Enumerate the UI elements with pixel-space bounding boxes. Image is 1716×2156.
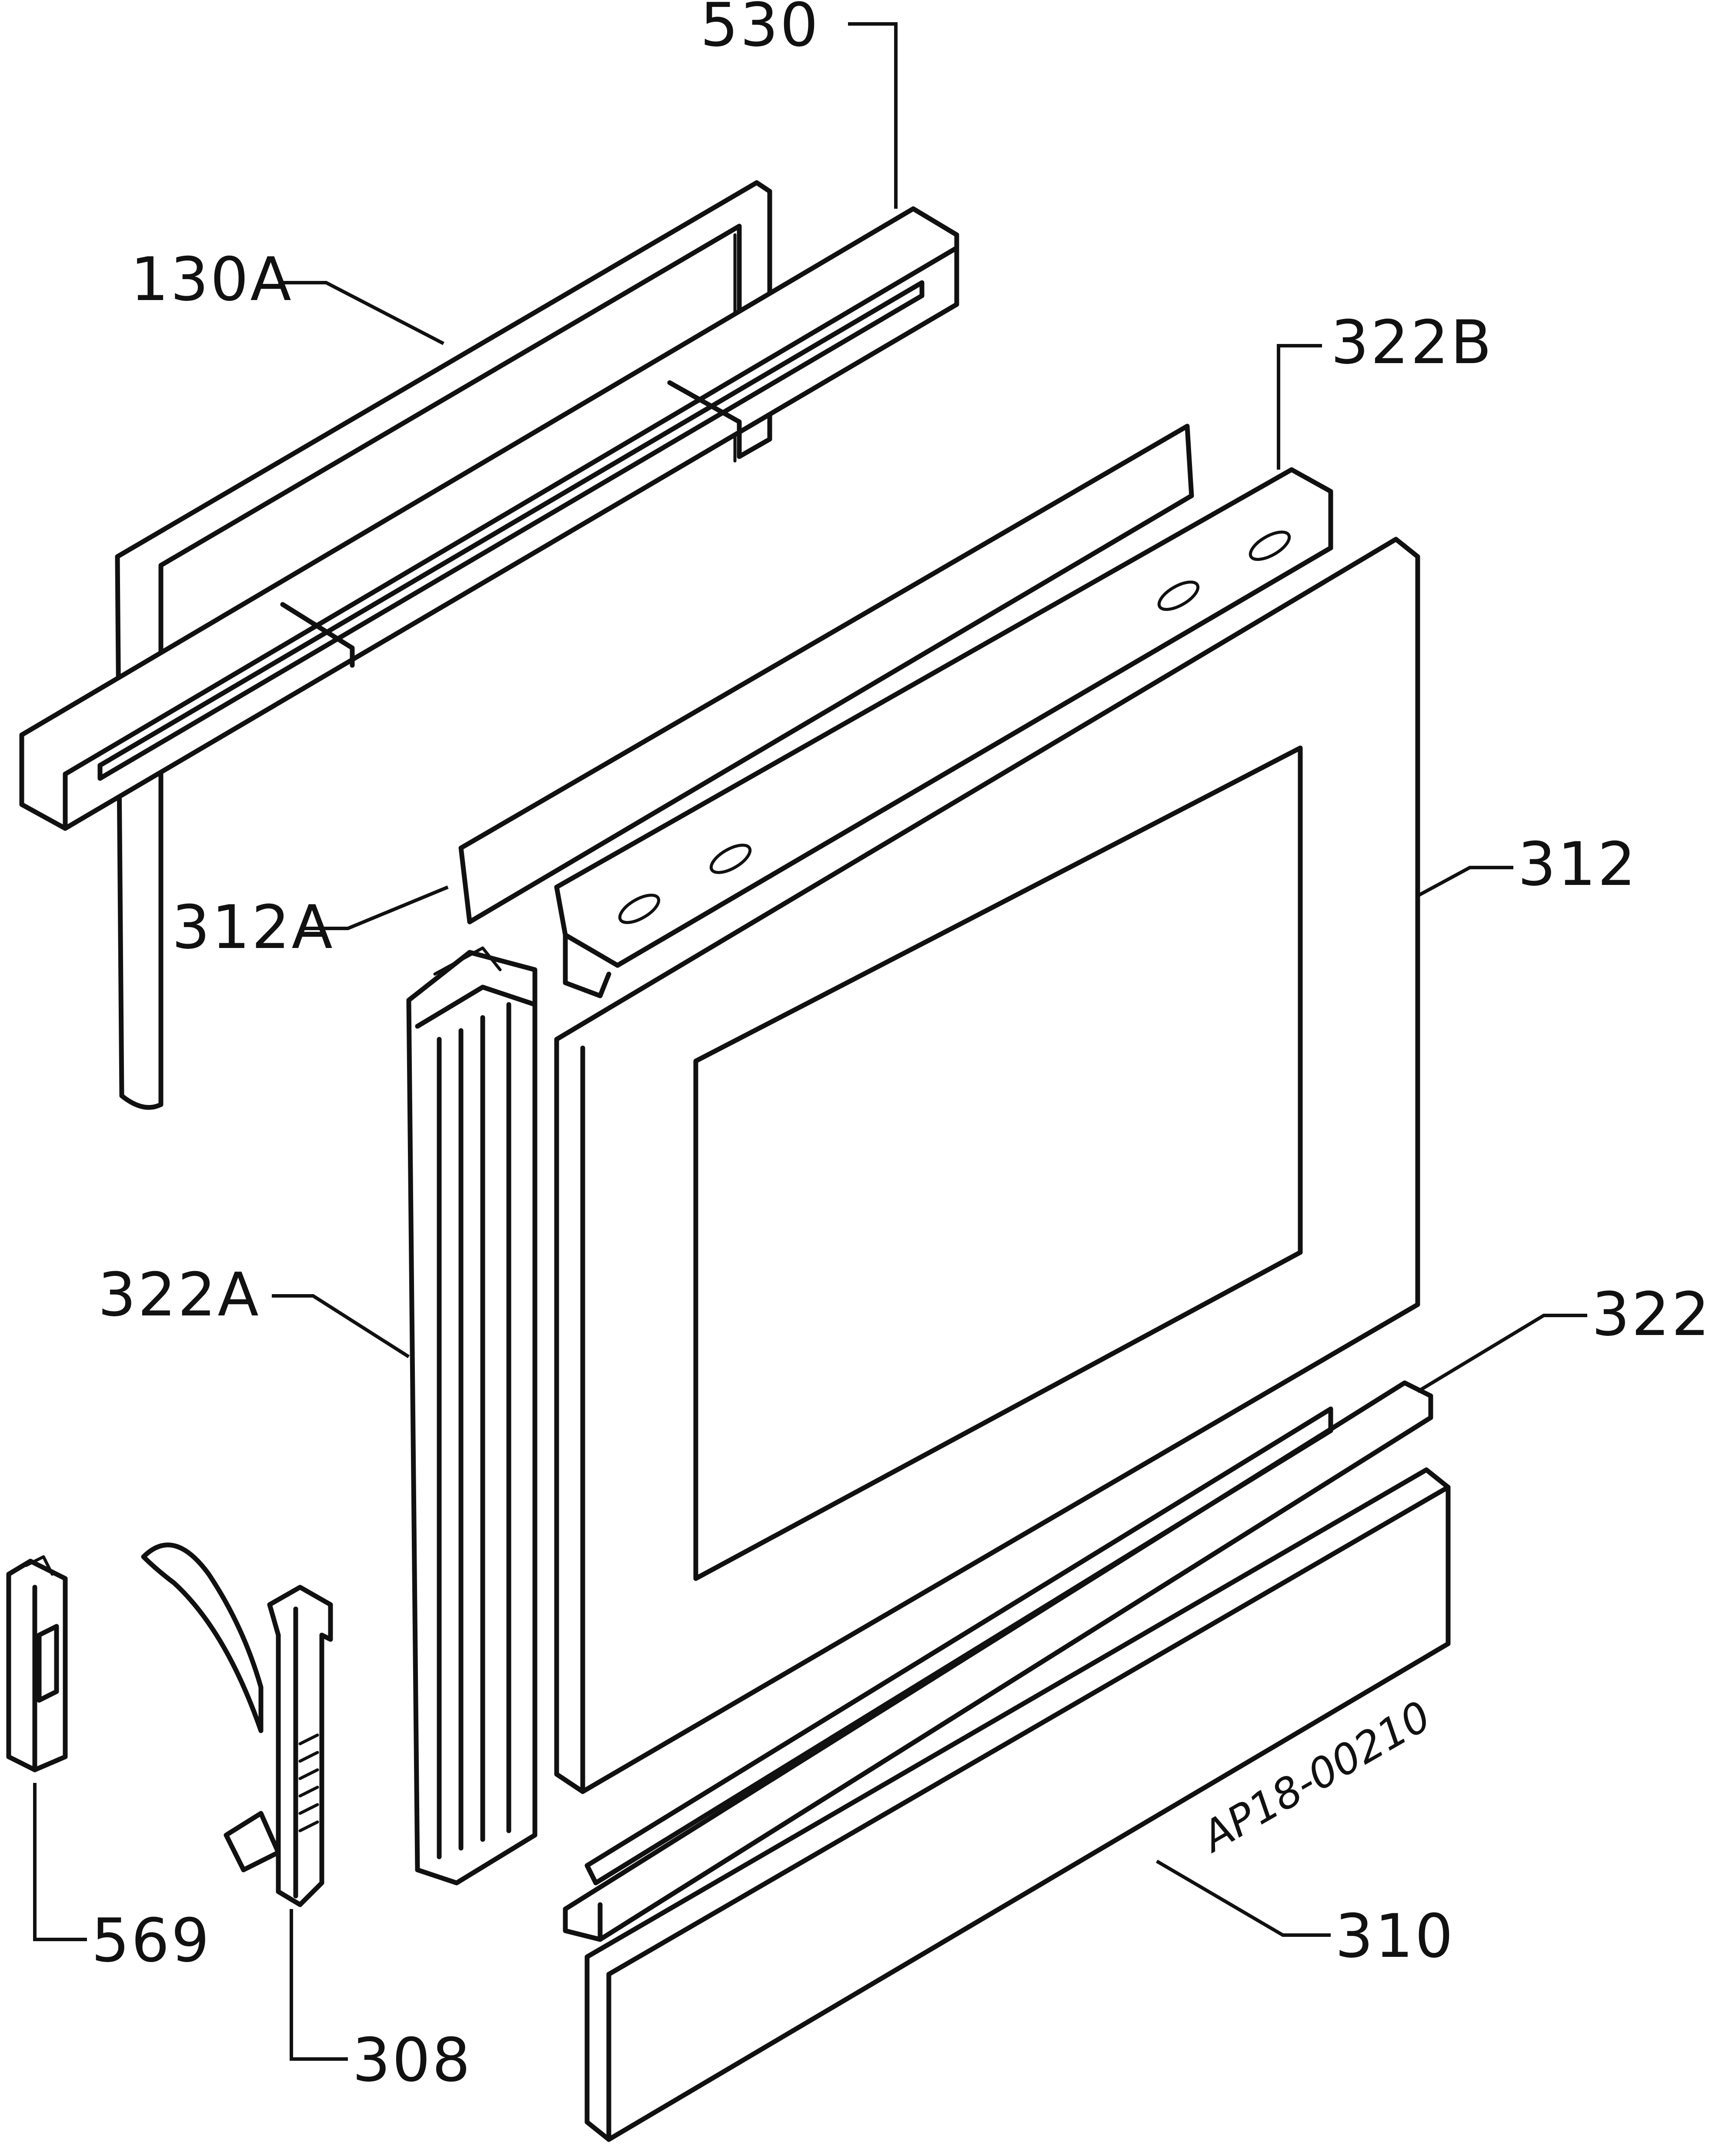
part-310-bottom-trim[interactable] xyxy=(584,1467,1451,2142)
part-308-hinge[interactable] xyxy=(141,1542,333,1907)
part-569-clip[interactable] xyxy=(6,1555,68,1772)
part-322b-top-rail[interactable] xyxy=(554,467,1333,998)
part-322-bottom-rail[interactable] xyxy=(563,1380,1433,1942)
label-130a: 130A xyxy=(130,244,293,314)
label-312a: 312A xyxy=(172,892,334,962)
label-312: 312 xyxy=(1518,829,1637,899)
label-322b: 322B xyxy=(1331,307,1493,377)
leader-lines xyxy=(33,22,1587,2061)
label-569: 569 xyxy=(91,1906,211,1976)
label-530: 530 xyxy=(700,0,820,60)
label-322a: 322A xyxy=(98,1260,260,1330)
label-308: 308 xyxy=(352,2025,472,2095)
label-322: 322 xyxy=(1592,1279,1711,1349)
part-312a-rear-glass[interactable] xyxy=(458,424,1194,924)
part-322a-side-profile[interactable] xyxy=(406,946,538,1886)
part-312-front-glass[interactable] xyxy=(554,537,1420,1794)
label-310: 310 xyxy=(1335,1901,1455,1971)
part-530-top-bar[interactable] xyxy=(19,206,959,831)
